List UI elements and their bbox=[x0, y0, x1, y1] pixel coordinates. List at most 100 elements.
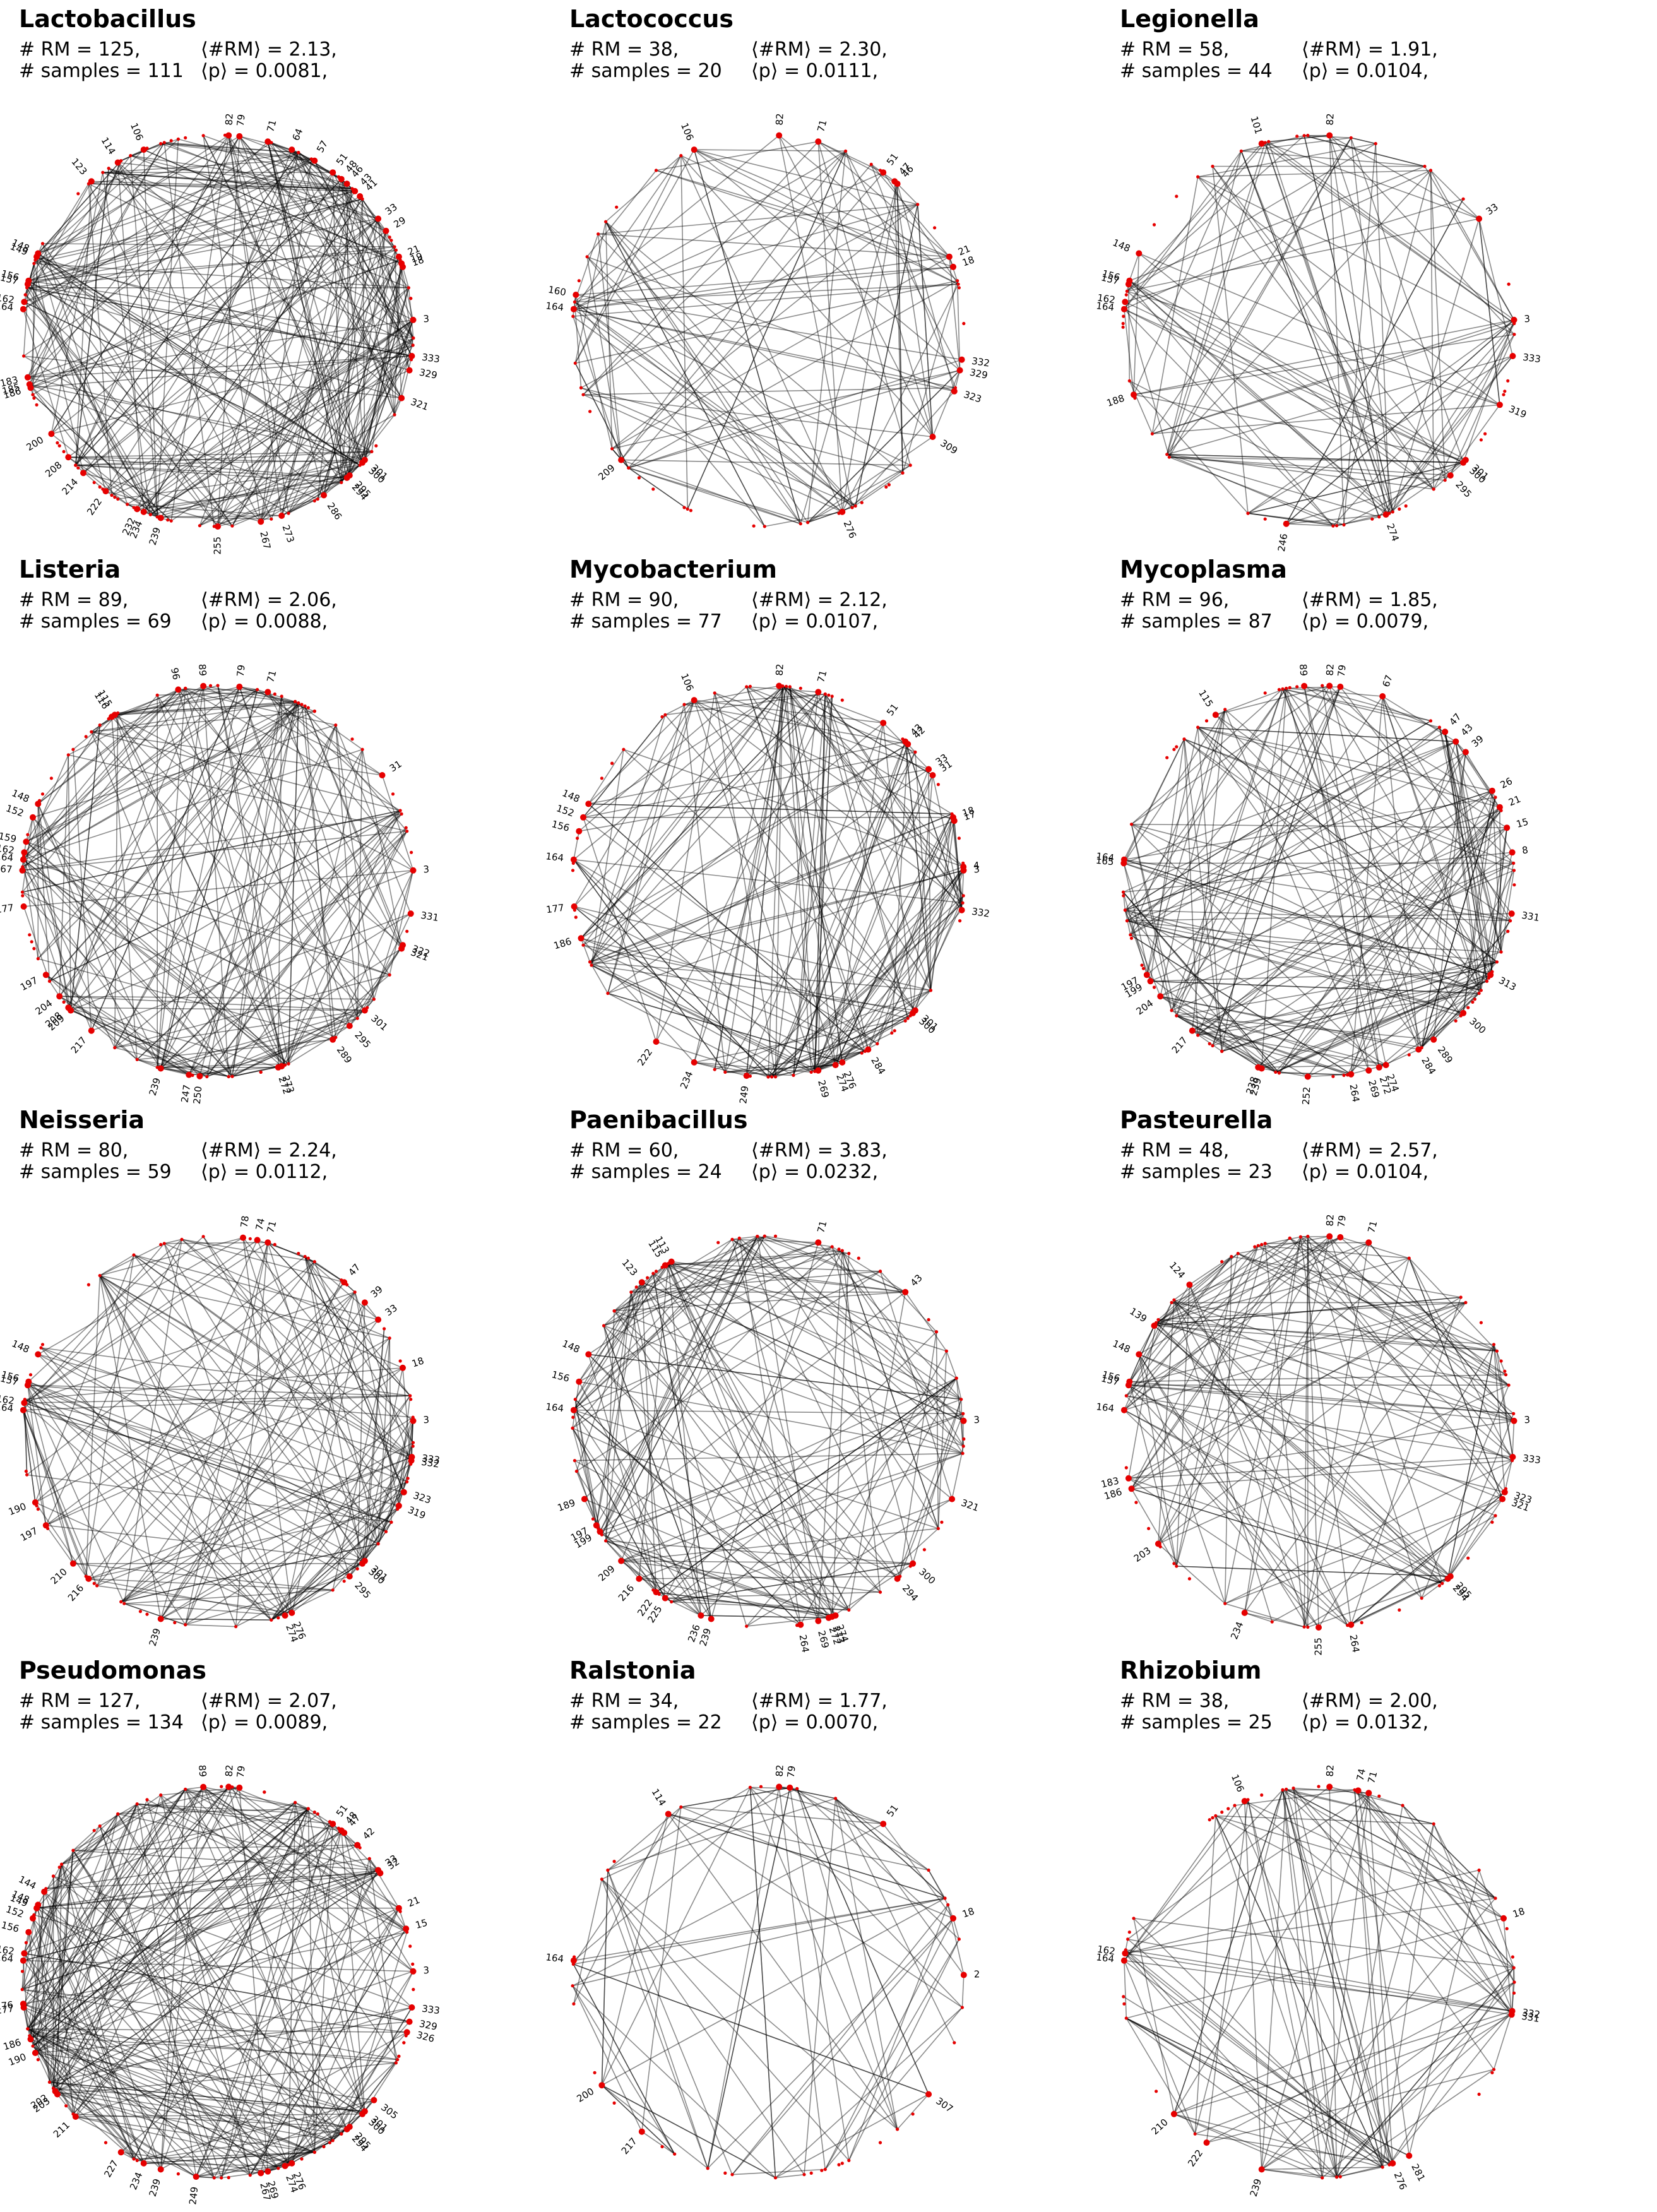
network-node bbox=[37, 2058, 40, 2061]
network-node bbox=[960, 864, 966, 870]
network-edge bbox=[804, 1799, 836, 2175]
node-label: 82 bbox=[223, 113, 235, 126]
network-node bbox=[408, 1454, 415, 1460]
mean-p: ⟨p⟩ = 0.0070, bbox=[751, 1712, 878, 1733]
node-label: 164 bbox=[0, 1401, 14, 1414]
network-node bbox=[37, 957, 40, 960]
node-label: 247 bbox=[179, 1084, 193, 1103]
node-label: 82 bbox=[774, 1764, 786, 1777]
network-node bbox=[156, 694, 159, 697]
node-label: 33 bbox=[383, 1302, 400, 1319]
network-node bbox=[679, 1805, 682, 1809]
network-node bbox=[1383, 511, 1389, 518]
network-node bbox=[110, 494, 113, 497]
network-node bbox=[1306, 1626, 1309, 1629]
network-node bbox=[940, 1521, 943, 1524]
network-node bbox=[1497, 401, 1503, 408]
network-node bbox=[254, 1237, 261, 1243]
network-node bbox=[338, 176, 345, 182]
network-node bbox=[806, 521, 809, 524]
node-label: 164 bbox=[0, 300, 14, 313]
network-node bbox=[1406, 2153, 1412, 2159]
network-node bbox=[901, 472, 904, 475]
node-label: 295 bbox=[352, 479, 373, 499]
mean-p: ⟨p⟩ = 0.0132, bbox=[1302, 1712, 1428, 1733]
network-node bbox=[1125, 1394, 1128, 1397]
network-node bbox=[408, 1394, 412, 1397]
node-label: 114 bbox=[650, 1787, 668, 1808]
node-label: 294 bbox=[900, 1583, 920, 1603]
network-node bbox=[1172, 1562, 1175, 1565]
network-node bbox=[25, 374, 31, 381]
network-node bbox=[136, 1058, 139, 1061]
network-node bbox=[606, 992, 609, 995]
network-edge bbox=[1286, 1789, 1495, 1898]
network-edge bbox=[1456, 742, 1487, 982]
node-label: 160 bbox=[547, 283, 567, 298]
network-edge bbox=[360, 288, 408, 465]
network-edge bbox=[1132, 686, 1330, 824]
network-node bbox=[673, 2153, 676, 2156]
network-node bbox=[109, 714, 115, 720]
network-edge bbox=[602, 1879, 708, 2168]
network-node bbox=[833, 1612, 839, 1619]
network-node bbox=[618, 457, 624, 463]
network-edge bbox=[573, 1898, 945, 1986]
network-node bbox=[56, 993, 62, 999]
network-node bbox=[391, 792, 395, 795]
network-node bbox=[1512, 1966, 1516, 1970]
network-node bbox=[407, 2019, 413, 2025]
network-node bbox=[1151, 1323, 1158, 1329]
network-node bbox=[21, 2004, 27, 2011]
node-label: 333 bbox=[421, 2003, 441, 2017]
network-node bbox=[368, 1857, 371, 1860]
network-node bbox=[139, 1610, 142, 1613]
network-node bbox=[879, 2141, 882, 2144]
network-node bbox=[913, 751, 917, 754]
network-node bbox=[313, 2151, 316, 2154]
network-edge bbox=[28, 1385, 271, 1620]
network-node bbox=[26, 2027, 29, 2030]
network-node bbox=[1120, 860, 1127, 866]
network-node bbox=[770, 1075, 773, 1078]
network-node bbox=[1494, 1896, 1497, 1900]
node-label: 15 bbox=[1515, 816, 1529, 830]
network-node bbox=[660, 2145, 663, 2148]
network-node bbox=[395, 249, 398, 252]
network-node bbox=[847, 1252, 850, 1255]
network-edge bbox=[1129, 1285, 1190, 1385]
network-node bbox=[1438, 1584, 1441, 1587]
network-edge bbox=[1174, 2011, 1512, 2114]
network-node bbox=[88, 1028, 95, 1034]
network-node bbox=[41, 792, 44, 795]
node-label: 295 bbox=[352, 2130, 373, 2151]
network-node bbox=[1494, 795, 1497, 799]
node-label: 43 bbox=[1459, 722, 1475, 738]
network-edge bbox=[575, 363, 629, 468]
node-label: 18 bbox=[961, 1905, 976, 1920]
mean-p: ⟨p⟩ = 0.0107, bbox=[751, 611, 878, 633]
network-node bbox=[1240, 150, 1243, 153]
network-node bbox=[927, 1318, 930, 1321]
network-node bbox=[1175, 194, 1178, 198]
panel-title: Ralstonia bbox=[569, 1656, 696, 1684]
network-node bbox=[959, 357, 965, 363]
network-node bbox=[1490, 2071, 1494, 2074]
node-label: 148 bbox=[10, 1338, 31, 1355]
network-node bbox=[25, 1382, 31, 1388]
network-node bbox=[949, 1496, 955, 1502]
network-node bbox=[356, 1567, 359, 1571]
network-node bbox=[1401, 1804, 1404, 1807]
network-node bbox=[383, 228, 389, 234]
network-edge bbox=[1351, 1499, 1502, 1625]
network-node bbox=[763, 525, 766, 528]
network-node bbox=[1148, 978, 1154, 984]
network-node bbox=[1365, 1067, 1372, 1074]
network-node bbox=[1281, 687, 1284, 691]
network-node bbox=[98, 485, 102, 489]
network-node bbox=[230, 1075, 234, 1078]
network-node bbox=[58, 444, 61, 448]
network-node bbox=[670, 1600, 673, 1603]
network-node bbox=[115, 160, 121, 166]
node-label: 186 bbox=[552, 936, 573, 952]
